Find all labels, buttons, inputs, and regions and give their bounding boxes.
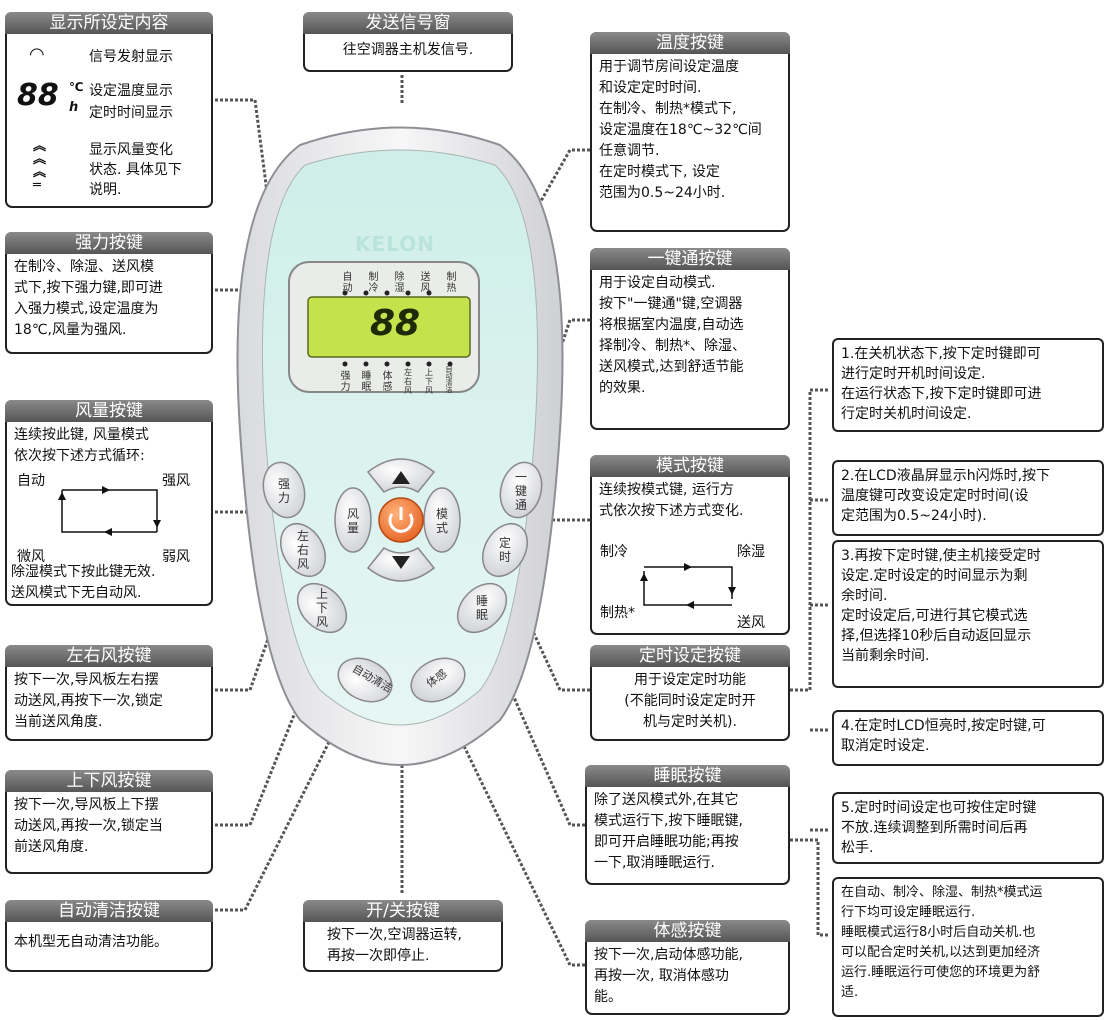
lcd-fn-sleep: 睡眠 (361, 371, 372, 393)
time-display-label: 定时时间显示 (89, 105, 173, 121)
lcd-mode-fan: 送风 (420, 272, 431, 294)
swing-lr-button[interactable]: 左右风 (296, 529, 309, 571)
timer-note-3: 3.再按下定时键,使主机接受定时 设定.定时设定的时间显示为剩 余时间. 定时设… (832, 540, 1104, 688)
mode-title: 模式按键 (590, 455, 790, 477)
display-title: 显示所设定内容 (5, 12, 213, 34)
fan-cycle-auto: 自动 (17, 473, 45, 489)
sleep-title: 睡眠按键 (585, 765, 790, 787)
fan-speed-button[interactable]: 风量 (346, 507, 359, 535)
lcd-mode-cool: 制冷 (368, 272, 379, 294)
fan-text: 连续按此键, 风量模式 依次按下述方式循环: (14, 427, 149, 464)
lcd-mode-dry: 除湿 (394, 272, 405, 294)
auto-clean-box: 自动清洁按键 本机型无自动清洁功能。 (5, 900, 213, 972)
temp-text: 用于调节房间设定温度 和设定定时时间. 在制冷、制热*模式下, 设定温度在18℃… (599, 59, 762, 201)
mode-cycle-fan: 送风 (737, 615, 765, 631)
lcd-fn-swing-lr: 左右风 (404, 368, 412, 395)
sleep-box: 睡眠按键 除了送风模式外,在其它 模式运行下,按下睡眠键, 即可开启睡眠功能;再… (585, 765, 790, 885)
one-key-button[interactable]: 一键通 (514, 470, 527, 512)
sleep-note: 在自动、制冷、除湿、制热*模式运 行下均可设定睡眠运行. 睡眠模式运行8小时后自… (832, 877, 1104, 1017)
power-text: 按下一次,空调器运转, 再按一次即停止. (327, 927, 462, 964)
lcd-mode-auto: 自动 (342, 272, 353, 294)
temp-box: 温度按键 用于调节房间设定温度 和设定定时时间. 在制冷、制热*模式下, 设定温… (590, 32, 790, 232)
celsius-icon: ℃ (69, 80, 84, 94)
send-window-box: 发送信号窗 往空调器主机发信号. (303, 12, 513, 72)
timer-text: 用于设定定时功能 (不能同时设定定时开 机与定时关机). (624, 672, 756, 730)
lcd-fn-swing-ud: 上下风 (425, 368, 433, 395)
temp-title: 温度按键 (590, 32, 790, 54)
mode-cycle-heat: 制热* (600, 605, 635, 621)
timer-note-5: 5.定时时间设定也可按住定时键 不放.连续调整到所需时间后再 松手. (832, 792, 1104, 864)
timer-note-1: 1.在关机状态下,按下定时键即可 进行定时开机时间设定. 在运行状态下,按下定时… (832, 338, 1104, 432)
auto-clean-text: 本机型无自动清洁功能。 (14, 934, 168, 950)
turbo-box: 强力按键 在制冷、除湿、送风模 式下,按下强力键,即可进 入强力模式,设定温度为… (5, 232, 213, 354)
swing-ud-button[interactable]: 上下风 (315, 587, 328, 629)
fan-cycle-weak: 弱风 (162, 549, 190, 565)
signal-label: 信号发射显示 (89, 49, 173, 65)
remote-control (236, 126, 564, 766)
fan-box: 风量按键 连续按此键, 风量模式 依次按下述方式循环: 自动 强风 弱风 微风 … (5, 400, 213, 606)
fan-level-icon: ︽︽︽═ (33, 139, 47, 193)
lcd-mode-heat: 制热 (446, 272, 457, 294)
lcd-digits: 88 (370, 303, 421, 344)
send-window-title: 发送信号窗 (303, 12, 513, 34)
swing-lr-box: 左右风按键 按下一次,导风板左右摆 动送风,再按下一次,锁定 当前送风角度. (5, 645, 213, 741)
lcd-fn-feel: 体感 (382, 371, 393, 393)
digits-icon: 88 (17, 78, 59, 113)
send-window-text: 往空调器主机发信号. (342, 42, 474, 58)
remote-brand: KELON (355, 232, 435, 256)
swing-ud-title: 上下风按键 (5, 770, 213, 792)
swing-lr-title: 左右风按键 (5, 645, 213, 667)
turbo-title: 强力按键 (5, 232, 213, 254)
fan-title: 风量按键 (5, 400, 213, 422)
feel-box: 体感按键 按下一次,启动体感功能, 再按一次, 取消体感功 能。 (585, 920, 790, 1015)
auto-clean-title: 自动清洁按键 (5, 900, 213, 922)
signal-icon: ◠ (29, 44, 45, 65)
lcd-fn-auto-clean: 自动清洁 (445, 365, 453, 394)
power-title: 开/关按键 (303, 900, 503, 922)
mode-text: 连续按模式键, 运行方 式依次按下述方式变化. (599, 482, 744, 519)
swing-ud-text: 按下一次,导风板上下摆 动送风,再按一次,锁定当 前送风角度. (14, 797, 163, 855)
one-key-text: 用于设定自动模式. 按下"一键通"键,空调器 将根据室内温度,自动选 择制冷、制… (599, 275, 746, 396)
mode-cycle-arrows (640, 563, 736, 609)
swing-lr-text: 按下一次,导风板左右摆 动送风,再按下一次,锁定 当前送风角度. (14, 672, 163, 730)
timer-box: 定时设定按键 用于设定定时功能 (不能同时设定定时开 机与定时关机). (590, 645, 790, 741)
temp-display-label: 设定温度显示 (89, 83, 173, 99)
fan-cycle-arrows (58, 486, 161, 536)
turbo-button[interactable]: 强力 (277, 477, 290, 505)
fan-display-label: 显示风量变化 状态. 具体见下 说明. (89, 142, 182, 198)
hour-icon: h (69, 100, 79, 115)
mode-box: 模式按键 连续按模式键, 运行方 式依次按下述方式变化. 制冷 除湿 送风 制热… (590, 455, 790, 635)
timer-button[interactable]: 定时 (498, 536, 511, 564)
lcd-fn-turbo: 强力 (340, 371, 351, 393)
fan-notes: 除湿模式下按此键无效. 送风模式下无自动风. (11, 564, 156, 601)
mode-button[interactable]: 模式 (435, 507, 448, 535)
sleep-text: 除了送风模式外,在其它 模式运行下,按下睡眠键, 即可开启睡眠功能;再按 一下,… (594, 792, 743, 871)
timer-title: 定时设定按键 (590, 645, 790, 667)
fan-cycle-strong: 强风 (162, 473, 190, 489)
feel-title: 体感按键 (585, 920, 790, 942)
feel-text: 按下一次,启动体感功能, 再按一次, 取消体感功 能。 (594, 947, 743, 1005)
swing-ud-box: 上下风按键 按下一次,导风板上下摆 动送风,再按一次,锁定当 前送风角度. (5, 770, 213, 874)
one-key-box: 一键通按键 用于设定自动模式. 按下"一键通"键,空调器 将根据室内温度,自动选… (590, 248, 790, 430)
timer-note-4: 4.在定时LCD恒亮时,按定时键,可 取消定时设定. (832, 710, 1104, 766)
mode-cycle-cool: 制冷 (600, 544, 628, 560)
fan-cycle-micro: 微风 (17, 549, 45, 565)
sleep-button[interactable]: 睡眠 (475, 594, 488, 622)
mode-cycle-dry: 除湿 (737, 544, 765, 560)
display-box: 显示所设定内容 ◠ 信号发射显示 88 ℃ h 设定温度显示 定时时间显示 ︽︽… (5, 12, 213, 208)
one-key-title: 一键通按键 (590, 248, 790, 270)
turbo-text: 在制冷、除湿、送风模 式下,按下强力键,即可进 入强力模式,设定温度为 18℃,… (14, 259, 163, 338)
timer-note-2: 2.在LCD液晶屏显示h闪烁时,按下 温度键可改变设定定时时间(设 定范围为0.… (832, 460, 1104, 536)
power-box: 开/关按键 按下一次,空调器运转, 再按一次即停止. (303, 900, 503, 972)
